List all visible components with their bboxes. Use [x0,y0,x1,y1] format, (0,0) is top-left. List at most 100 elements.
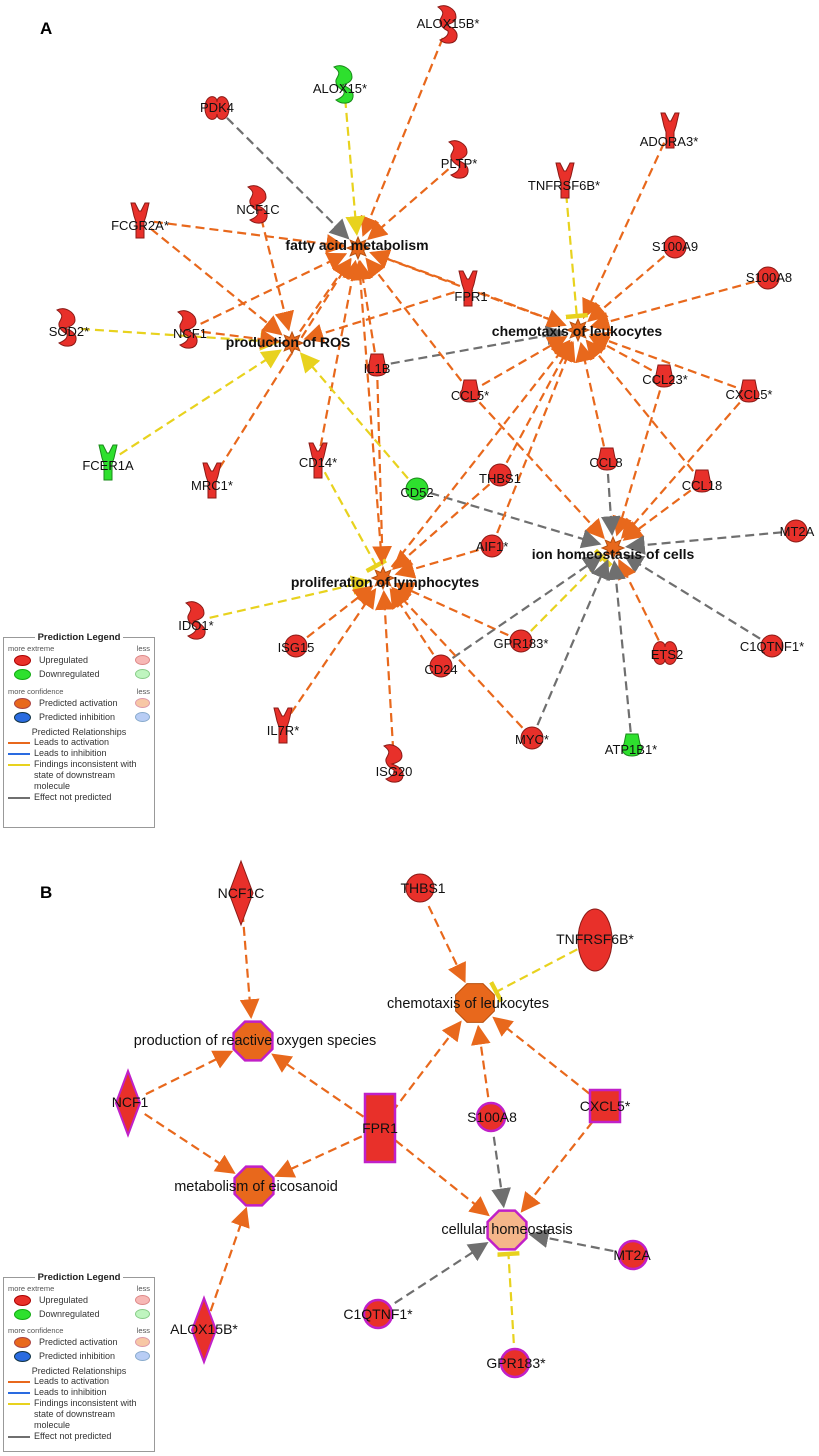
function-node-b-metabolism-of-eicosanoid[interactable]: metabolism of eicosanoid [174,1165,338,1207]
legend-leads-inhibition-b: Leads to inhibition [34,1387,107,1397]
molecule-node-ccl8[interactable]: CCL8 [589,447,623,471]
molecule-node-ido1[interactable]: IDO1* [178,601,214,640]
edge-isg20-to-proliferation-of-lymphocytes [374,589,395,751]
edge-pdk4-to-fatty-acid-metabolism [226,117,350,240]
edge-b-ncf1c-to-production-of-reactive-oxygen-species [239,912,260,1020]
edge-il7r-to-proliferation-of-lymphocytes [289,587,377,715]
molecule-node-b-fpr1[interactable]: FPR1 [362,1092,398,1164]
edge-b-s100a8-to-chemotaxis-of-leukocytes [471,1024,491,1098]
molecule-node-b-mt2a[interactable]: MT2A [613,1239,651,1271]
panel-a-edges [80,37,783,751]
function-node-chemotaxis-of-leukocytes[interactable]: chemotaxis of leukocytes [492,317,663,343]
legend-less-2-b: less [136,1326,150,1335]
downregulated-less-swatch [135,669,150,679]
molecule-node-ncf1c[interactable]: NCF1C [236,185,280,224]
molecule-label-c1qtnf1: C1QTNF1* [740,639,804,654]
inhibition-less-swatch [135,712,150,722]
molecule-node-b-ncf1c[interactable]: NCF1C [218,859,265,927]
molecule-label-sod2: SOD2* [49,324,89,339]
molecule-node-adora3[interactable]: ADORA3* [640,112,699,149]
molecule-node-ccl18[interactable]: CCL18 [682,469,722,493]
molecule-node-mrc1[interactable]: MRC1* [191,462,233,499]
molecule-node-il1b[interactable]: IL1B [364,353,391,377]
function-node-b-cellular-homeostasis[interactable]: cellular homeostasis [441,1209,573,1251]
edge-fpr1-to-production-of-ros [303,291,455,343]
molecule-node-alox15[interactable]: ALOX15* [313,65,367,104]
panel-label-a: A [40,19,52,38]
function-node-b-chemotaxis-of-leukocytes[interactable]: chemotaxis of leukocytes [387,983,549,1023]
molecule-node-ccl5[interactable]: CCL5* [451,379,489,403]
molecule-node-ets2[interactable]: ETS2 [651,641,684,665]
molecule-node-fpr1[interactable]: FPR1 [454,270,488,307]
molecule-node-b-thbs1[interactable]: THBS1 [400,873,446,903]
molecule-node-fcgr2a[interactable]: FCGR2A* [111,202,169,239]
molecule-label-b-cxcl5: CXCL5* [580,1098,631,1114]
molecule-node-thbs1[interactable]: THBS1 [479,463,521,487]
function-node-production-of-ros[interactable]: production of ROS [226,330,350,356]
upregulated-less-swatch-b [135,1295,150,1305]
function-node-fatty-acid-metabolism[interactable]: fatty acid metabolism [285,235,429,261]
edge-ccl18-to-chemotaxis-of-leukocytes [585,339,695,472]
edge-atp1b1-to-ion-homeostasis-of-cells [606,559,632,733]
molecule-node-cd14[interactable]: CD14* [299,442,337,479]
activation-less-swatch-b [135,1337,150,1347]
molecule-node-pltp[interactable]: PLTP* [441,140,478,179]
molecule-node-b-c1qtnf1[interactable]: C1QTNF1* [343,1298,413,1330]
molecule-node-b-tnfrsf6b[interactable]: TNFRSF6B* [556,908,634,972]
molecule-node-cd52[interactable]: CD52 [400,477,434,501]
molecule-node-b-ncf1[interactable]: NCF1 [112,1068,149,1138]
molecule-node-b-gpr183[interactable]: GPR183* [486,1347,546,1379]
activation-less-swatch [135,698,150,708]
molecule-node-tnfrsf6b[interactable]: TNFRSF6B* [528,162,600,199]
downregulated-swatch [14,668,31,680]
molecule-node-gpr183[interactable]: GPR183* [494,629,549,653]
edge-ccl5-to-chemotaxis-of-leukocytes [481,335,568,386]
edge-ccl23-to-ion-homeostasis-of-cells [612,390,662,537]
molecule-node-fcer1a[interactable]: FCER1A [82,444,134,481]
inhibition-swatch-b [14,1350,31,1362]
edge-cd14-to-proliferation-of-lymphocytes [323,471,387,573]
molecule-label-b-mt2a: MT2A [613,1247,651,1263]
molecule-label-ets2: ETS2 [651,647,684,662]
function-node-proliferation-of-lymphocytes[interactable]: proliferation of lymphocytes [291,565,479,591]
edge-ccl8-to-chemotaxis-of-leukocytes [575,341,606,447]
molecule-node-b-alox15b[interactable]: ALOX15B* [170,1295,238,1365]
edge-b-alox15b-to-metabolism-of-eicosanoid [209,1206,250,1312]
upregulated-less-swatch [135,655,150,665]
function-node-ion-homeostasis-of-cells[interactable]: ion homeostasis of cells [532,535,695,562]
molecule-node-atp1b1[interactable]: ATP1B1* [605,733,658,757]
panel-a-nodes: fatty acid metabolism production of ROS ch… [49,5,815,783]
edge-ncf1-to-production-of-ros [201,329,281,349]
molecule-node-pdk4[interactable]: PDK4 [200,96,234,120]
molecule-node-myc[interactable]: MYC* [515,726,549,750]
inhibition-swatch [14,711,31,723]
molecule-node-aif1[interactable]: AIF1* [476,534,509,558]
molecule-node-mt2a[interactable]: MT2A [780,519,815,543]
function-node-b-production-of-reactive-oxygen-species[interactable]: production of reactive oxygen species [134,1020,377,1062]
edge-fcer1a-to-production-of-ros [119,349,282,456]
molecule-node-c1qtnf1[interactable]: C1QTNF1* [740,634,804,658]
molecule-node-s100a8[interactable]: S100A8 [746,266,792,290]
molecule-node-isg15[interactable]: ISG15 [278,634,315,658]
molecule-label-pltp: PLTP* [441,156,478,171]
molecule-node-cxcl5[interactable]: CXCL5* [726,379,773,403]
edge-cd14-to-fatty-acid-metabolism [319,259,362,447]
molecule-node-b-cxcl5[interactable]: CXCL5* [580,1088,631,1124]
molecule-node-b-s100a8[interactable]: S100A8 [467,1101,517,1133]
molecule-node-il7r[interactable]: IL7R* [267,707,300,744]
molecule-node-sod2[interactable]: SOD2* [49,308,89,347]
molecule-label-s100a9: S100A9 [652,239,698,254]
edge-aif1-to-chemotaxis-of-leukocytes [496,341,576,534]
edge-b-cxcl5-to-chemotaxis-of-leukocytes [492,1016,591,1095]
molecule-node-isg20[interactable]: ISG20 [376,744,413,783]
edge-adora3-to-chemotaxis-of-leukocytes [582,142,666,320]
edge-thbs1-to-proliferation-of-lymphocytes [392,483,491,571]
inhibition-less-swatch-b [135,1351,150,1361]
molecule-node-alox15b[interactable]: ALOX15B* [417,5,480,44]
molecule-node-ccl23[interactable]: CCL23* [642,364,688,388]
molecule-node-cd24[interactable]: CD24 [424,654,458,678]
molecule-node-s100a9[interactable]: S100A9 [652,235,698,259]
molecule-node-ncf1[interactable]: NCF1 [173,310,207,349]
molecule-label-il7r: IL7R* [267,723,300,738]
